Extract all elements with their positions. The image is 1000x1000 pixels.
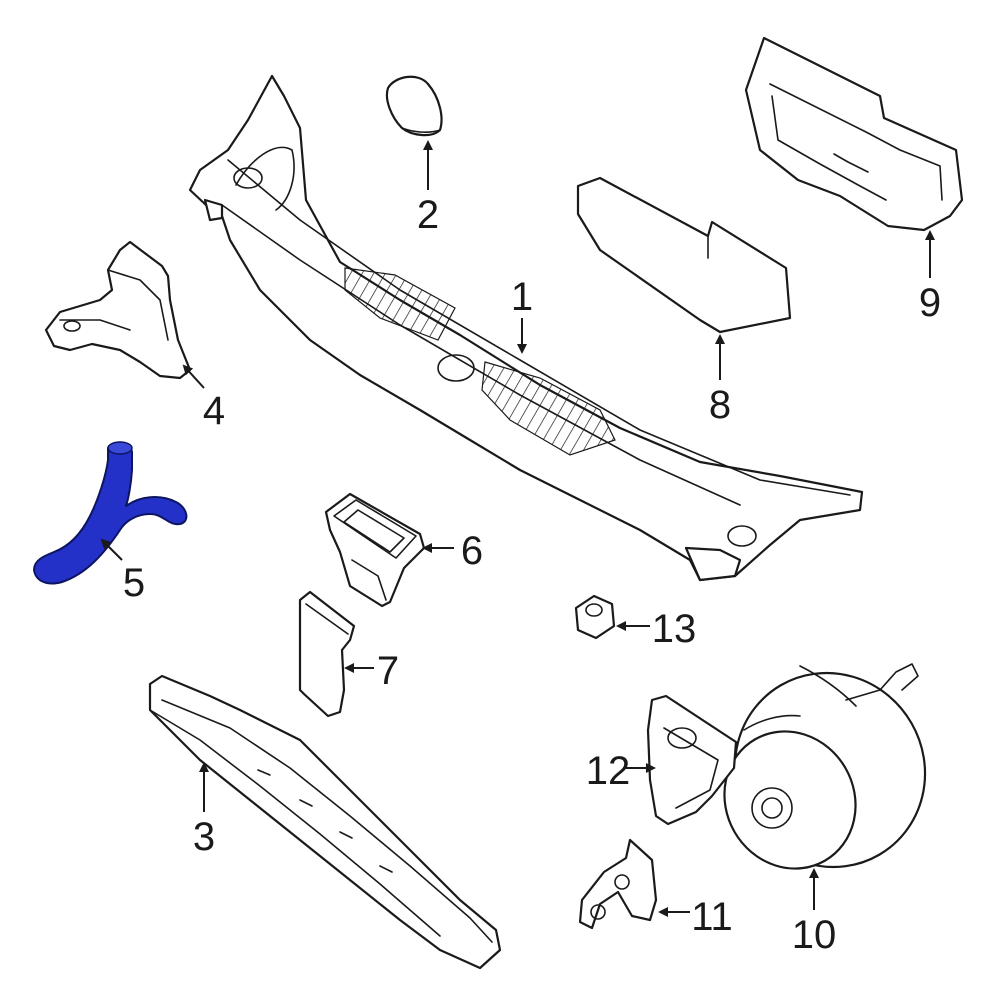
svg-text:8: 8 xyxy=(709,383,731,427)
part-1-cowl-panel[interactable] xyxy=(188,74,864,582)
callout-7: 7 xyxy=(344,649,399,693)
callout-1: 1 xyxy=(511,275,533,354)
part-9-insulator[interactable] xyxy=(744,36,964,232)
svg-text:10: 10 xyxy=(792,913,837,957)
svg-text:6: 6 xyxy=(461,529,483,573)
callout-5: 5 xyxy=(100,538,145,605)
svg-text:5: 5 xyxy=(123,561,145,605)
svg-text:13: 13 xyxy=(652,607,697,651)
svg-text:4: 4 xyxy=(203,389,225,433)
part-13-nut[interactable] xyxy=(574,594,616,640)
part-12-gasket[interactable] xyxy=(646,694,738,826)
callout-10: 10 xyxy=(792,868,837,957)
part-11-hinge[interactable] xyxy=(578,838,658,930)
part-10-brake-booster[interactable] xyxy=(700,638,961,902)
callout-13: 13 xyxy=(616,607,697,651)
part-3-deflector[interactable] xyxy=(148,674,502,970)
callout-3: 3 xyxy=(193,762,215,859)
part-6-vent[interactable] xyxy=(324,492,426,608)
callout-12: 12 xyxy=(586,749,656,793)
callout-8: 8 xyxy=(709,334,731,427)
svg-text:11: 11 xyxy=(691,895,733,939)
svg-text:7: 7 xyxy=(377,649,399,693)
part-5-drain-hose[interactable] xyxy=(33,441,188,585)
callout-11: 11 xyxy=(658,895,733,939)
callout-4: 4 xyxy=(182,364,225,433)
part-2-cap[interactable] xyxy=(385,75,443,137)
part-8-seal-pad[interactable] xyxy=(576,176,792,334)
svg-text:2: 2 xyxy=(417,193,439,237)
svg-text:12: 12 xyxy=(586,749,631,793)
callout-9: 9 xyxy=(919,230,941,325)
svg-text:9: 9 xyxy=(919,281,941,325)
callout-6: 6 xyxy=(422,529,483,573)
callout-2: 2 xyxy=(417,140,439,237)
svg-text:3: 3 xyxy=(193,815,215,859)
part-7-filter-panel[interactable] xyxy=(298,590,356,718)
part-4-bracket[interactable] xyxy=(44,240,192,380)
svg-text:1: 1 xyxy=(511,275,533,319)
